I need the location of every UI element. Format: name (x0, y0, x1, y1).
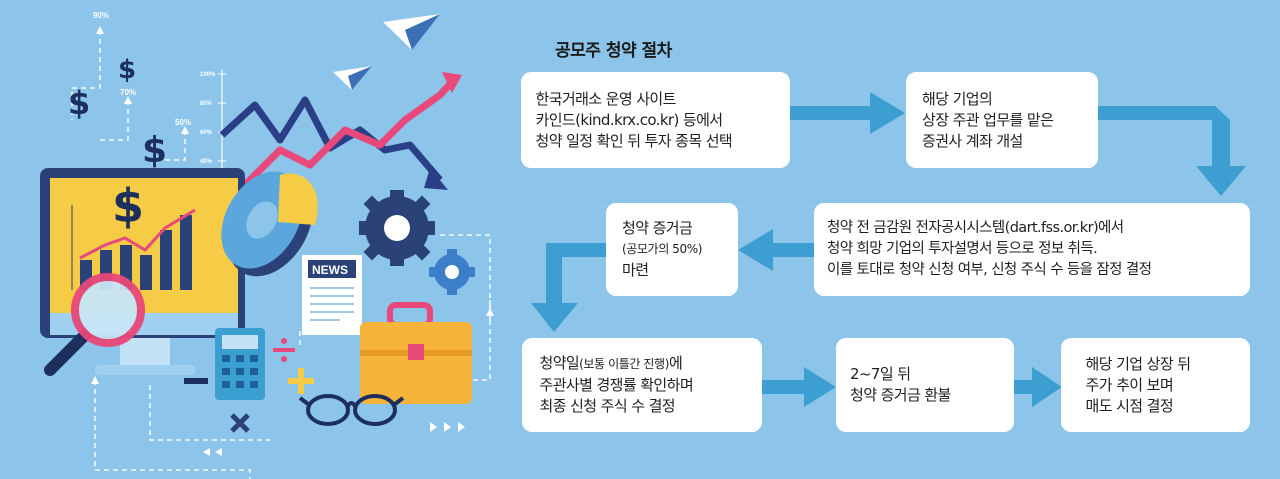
guide-arrowheads (91, 26, 494, 456)
uptrend-line (237, 79, 455, 193)
briefcase-icon (360, 302, 472, 404)
paper-plane-icon (333, 14, 440, 90)
arrow-step3-to-step4 (738, 229, 818, 271)
arrow-step6-to-step7 (1012, 367, 1062, 407)
step-5-line3: 최종 신청 주식 수 결정 (539, 397, 676, 415)
step-3-box: 청약 전 금감원 전자공시시스템(dart.fss.or.kr)에서 청약 희망… (814, 203, 1250, 296)
magnifier-icon (44, 273, 145, 376)
svg-text:$: $ (68, 84, 90, 122)
axis-tick-label: 60% (200, 130, 213, 136)
pie-chart-icon (221, 171, 318, 277)
newspaper-icon: NEWS (302, 255, 362, 335)
arrow-step2-to-step3 (1098, 106, 1246, 196)
step-6-text: 2~7일 뒤 청약 증거금 환불 (850, 365, 951, 404)
step-5-line1c: 에 (668, 354, 683, 372)
step-5-line1a: 청약일 (539, 354, 580, 372)
arrow-step4-to-step5 (531, 243, 608, 332)
gear-icon (359, 190, 475, 295)
step-2-text: 해당 기업의 상장 주관 업무를 맡은 증권사 계좌 개설 (922, 89, 1054, 150)
step-3-text: 청약 전 금감원 전자공시시스템(dart.fss.or.kr)에서 청약 희망… (827, 220, 1152, 278)
percent-label-90: 90% (93, 11, 109, 20)
page-title: 공모주 청약 절차 (555, 41, 672, 61)
calculator-icon (184, 328, 265, 400)
step-5-box: 청약일(보통 이틀간 진행)에 주관사별 경쟁률 확인하며 최종 신청 주식 수… (522, 338, 762, 432)
step-4-box: 청약 증거금 (공모가의 50%) 마련 (606, 203, 738, 296)
axis-tick-label: 40% (200, 159, 213, 165)
svg-text:$: $ (118, 55, 136, 85)
axis-tick-label: 80% (200, 101, 213, 107)
arrow-step5-to-step6 (762, 367, 836, 407)
step-5-text: 청약일(보통 이틀간 진행)에 주관사별 경쟁률 확인하며 최종 신청 주식 수… (540, 353, 745, 417)
step-4-text: 청약 증거금 (공모가의 50%) 마련 (622, 218, 722, 281)
glasses-icon (298, 394, 405, 426)
step-5-line1b: (보통 이틀간 진행) (579, 357, 669, 371)
axis-tick-label: 100% (200, 72, 216, 78)
step-4-line2: (공모가의 50%) (622, 242, 703, 256)
percent-label-70: 70% (120, 88, 136, 97)
step-4-line1: 청약 증거금 (622, 219, 693, 237)
step-5-line2: 주관사별 경쟁률 확인하며 (539, 376, 694, 394)
svg-text:$: $ (142, 130, 167, 171)
step-1-box: 한국거래소 운영 사이트 카인드(kind.krx.co.kr) 등에서 청약 … (521, 72, 790, 168)
percent-label-50: 50% (175, 118, 191, 127)
svg-text:NEWS: NEWS (312, 263, 348, 277)
step-1-text: 한국거래소 운영 사이트 카인드(kind.krx.co.kr) 등에서 청약 … (535, 89, 733, 150)
step-2-box: 해당 기업의 상장 주관 업무를 맡은 증권사 계좌 개설 (906, 72, 1098, 168)
finance-illustration: 90% 70% 50% $ $ $ 100%80%60%40%20% (40, 11, 494, 479)
step-7-text: 해당 기업 상장 뒤 주가 추이 보며 매도 시점 결정 (1085, 354, 1192, 415)
math-symbols (230, 338, 314, 433)
step-7-box: 해당 기업 상장 뒤 주가 추이 보며 매도 시점 결정 (1061, 338, 1250, 432)
trend-chart: 100%80%60%40%20% (200, 70, 462, 195)
step-4-line3: 마련 (622, 261, 649, 279)
arrow-step1-to-step2 (790, 92, 905, 134)
step-6-box: 2~7일 뒤 청약 증거금 환불 (836, 338, 1014, 432)
dollar-icon: $ $ $ (68, 55, 167, 171)
dollar-icon: $ (112, 179, 144, 233)
